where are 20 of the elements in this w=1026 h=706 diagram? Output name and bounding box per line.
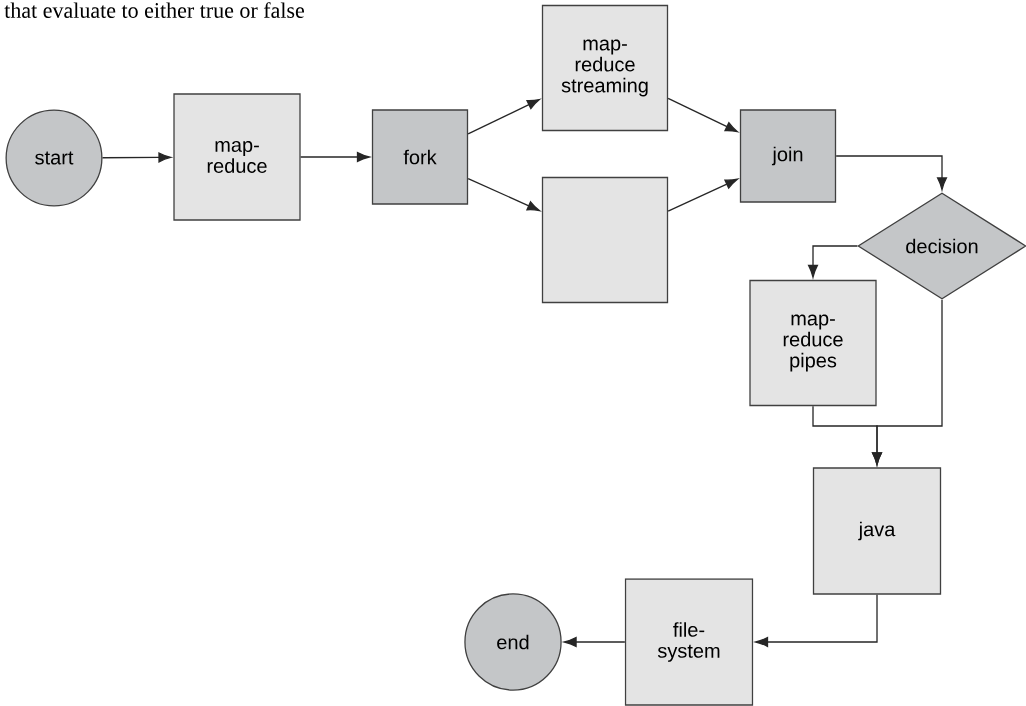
- arrow: [467, 177, 540, 212]
- process-box: fork: [371, 109, 469, 205]
- process-box: file- system: [624, 578, 754, 706]
- process-box: join: [739, 109, 837, 203]
- arrow: [807, 245, 858, 278]
- arrow: [101, 152, 172, 163]
- arrow: [667, 178, 738, 212]
- process-box: [541, 176, 669, 304]
- process-box: java: [812, 467, 942, 595]
- arrow: [871, 299, 943, 466]
- arrow: [667, 97, 739, 133]
- arrow: [563, 636, 626, 648]
- arrow: [835, 155, 948, 191]
- process-box: map- reduce: [173, 93, 301, 221]
- arrow: [467, 98, 541, 135]
- process-box: map- reduce streaming: [541, 4, 669, 132]
- arrow: [300, 151, 370, 163]
- arrow: [755, 594, 878, 648]
- process-box: map- reduce pipes: [749, 279, 877, 407]
- text-line: that evaluate to either true or false: [4, 2, 304, 18]
